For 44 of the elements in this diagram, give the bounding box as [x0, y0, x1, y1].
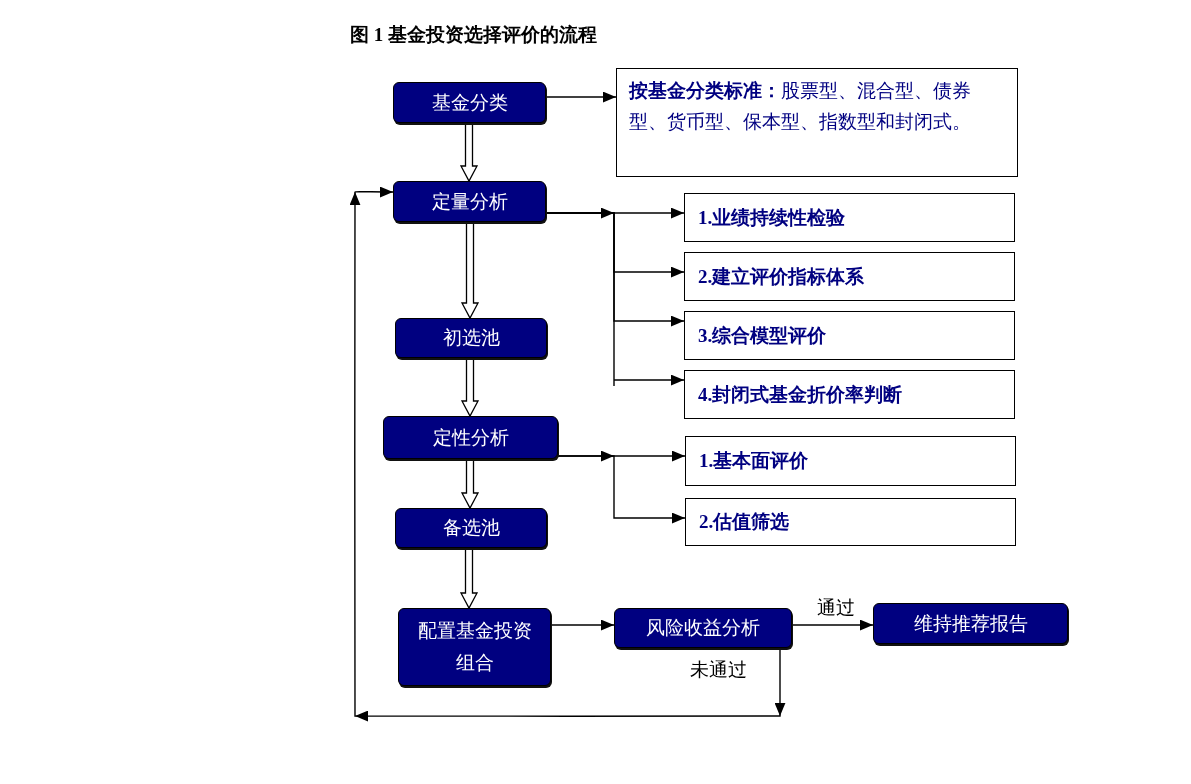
edge-label: 通过 — [815, 597, 857, 619]
box-label: 2.估值筛选 — [699, 510, 790, 534]
result-box — [685, 436, 1016, 486]
process-box — [873, 603, 1068, 644]
box-label: 2.建立评价指标体系 — [698, 264, 865, 289]
arrow — [545, 212, 685, 387]
process-box — [395, 508, 547, 548]
process-box — [398, 608, 551, 686]
result-box — [684, 252, 1015, 301]
arrow — [550, 619, 615, 631]
result-box — [684, 311, 1015, 360]
note-box — [616, 68, 1018, 177]
box-label: 备选池 — [442, 516, 500, 540]
hollow-arrow — [460, 357, 480, 418]
hollow-arrow — [459, 122, 479, 183]
box-label: 风险收益分析 — [646, 616, 760, 640]
note-text: 按基金分类标准：股票型、混合型、债券型、货币型、保本型、指数型和封闭式。 — [629, 79, 972, 134]
result-box — [684, 193, 1015, 242]
process-box — [395, 318, 547, 358]
arrow — [545, 91, 617, 103]
box-label: 1.业绩持续性检验 — [698, 205, 846, 230]
box-label: 定性分析 — [432, 425, 509, 450]
hollow-arrow — [460, 221, 480, 320]
arrow — [557, 455, 686, 524]
process-box — [383, 416, 558, 459]
figure-title: 图 1 基金投资选择评价的流程 — [350, 23, 597, 47]
process-box — [614, 608, 792, 648]
box-label: 基金分类 — [431, 90, 508, 115]
box-label: 维持推荐报告 — [913, 611, 1028, 636]
result-box — [684, 370, 1015, 419]
box-label: 3.综合模型评价 — [698, 323, 827, 348]
box-label: 定量分析 — [431, 189, 508, 214]
process-box — [393, 82, 546, 123]
box-label: 1.基本面评价 — [699, 449, 809, 473]
result-box — [685, 498, 1016, 546]
box-label: 配置基金投资组合 — [416, 619, 533, 675]
process-box — [393, 181, 546, 222]
arrow — [350, 187, 786, 722]
arrow — [791, 619, 874, 631]
box-label: 4.封闭式基金折价率判断 — [698, 382, 903, 407]
hollow-arrow — [459, 547, 479, 610]
box-label: 初选池 — [442, 326, 500, 350]
hollow-arrow — [460, 458, 480, 510]
edge-label: 未通过 — [688, 659, 749, 681]
